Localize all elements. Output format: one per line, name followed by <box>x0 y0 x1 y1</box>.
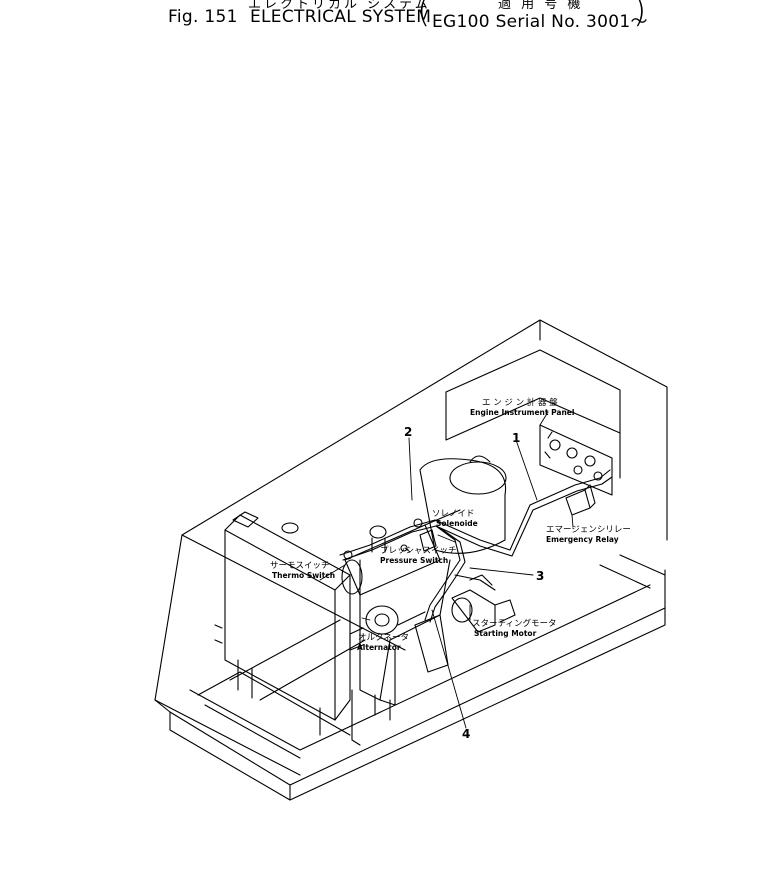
radiator <box>214 511 361 746</box>
canopy-outline <box>154 319 668 776</box>
starter-label-jp: スターティングモータ <box>472 618 557 629</box>
base-frame <box>154 554 666 801</box>
figure-header: エレクトリカル システム 適 用 号 機 Fig. 151 ELECTRICAL… <box>0 0 779 40</box>
figure-number: Fig. 151 <box>168 7 238 27</box>
leader-lines <box>319 411 574 729</box>
thermo-label-en: Thermo Switch <box>272 571 335 580</box>
panel-label-jp: エ ン ジ ン 計 器 盤 <box>482 397 558 408</box>
engine <box>349 559 451 721</box>
serial-range: EG100 Serial No. 3001～ <box>432 12 648 32</box>
callout-4: 4 <box>462 727 470 741</box>
close-paren: ) <box>633 0 647 31</box>
pressure-label-jp: プレッシャスイッチ <box>380 546 457 556</box>
thermo-label-jp: サーモスイッチ <box>270 561 330 571</box>
wiring-harness <box>339 469 613 623</box>
relay-label-en: Emergency Relay <box>546 535 619 544</box>
alternator-label-en: Alternator <box>357 643 401 652</box>
callout-3: 3 <box>536 569 544 583</box>
figure-title: ELECTRICAL SYSTEM <box>250 7 432 27</box>
jp-title: エレクトリカル システム <box>248 0 431 12</box>
belt-guard <box>414 614 449 673</box>
callout-1: 1 <box>512 431 520 445</box>
solenoid-label-en: Solenoide <box>436 519 478 528</box>
relay-label-jp: エマージェンシリレー <box>546 525 631 535</box>
alternator-label-jp: オルタネータ <box>358 633 409 643</box>
engine-instrument-panel <box>539 424 613 496</box>
callout-2: 2 <box>404 425 412 439</box>
starter-label-en: Starting Motor <box>474 629 537 638</box>
open-paren: ( <box>417 0 431 31</box>
switch-components <box>343 518 437 560</box>
solenoid-label-jp: ソレノイド <box>432 509 475 519</box>
pressure-label-en: Pressure Switch <box>380 556 448 565</box>
air-cleaner <box>341 455 507 596</box>
panel-label-en: Engine Instrument Panel <box>470 408 574 417</box>
jp-applicable: 適 用 号 機 <box>498 0 584 12</box>
